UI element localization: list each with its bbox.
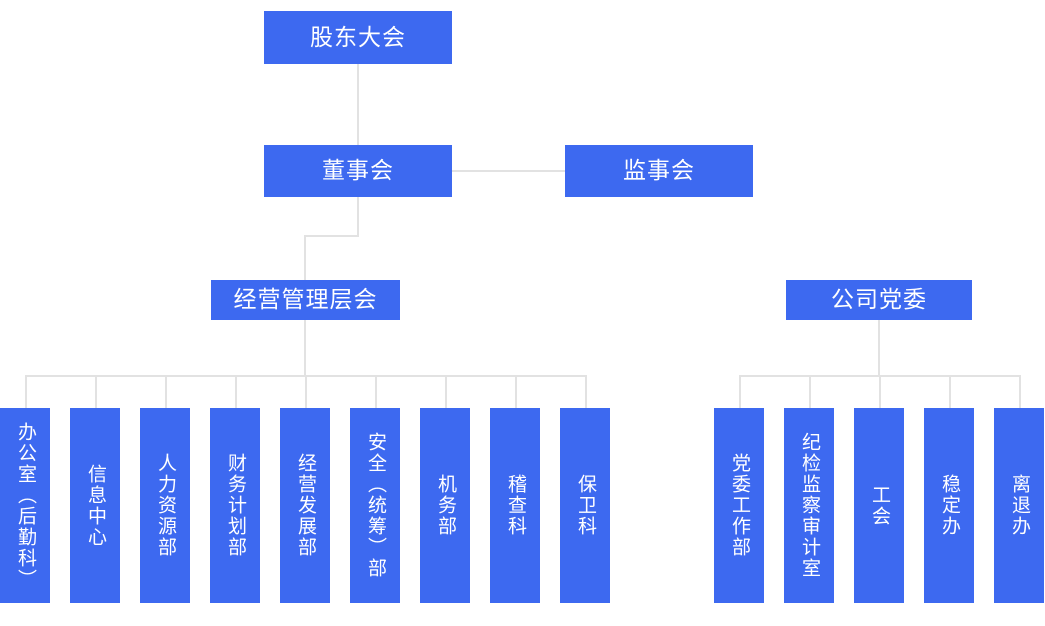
node-dept-human-resources[interactable]: 人力资源部 [140,408,190,603]
connector-party-to-bus [878,320,880,376]
connector-drop-management-4 [235,375,237,408]
node-dept-inspection[interactable]: 稽查科 [490,408,540,603]
connector-drop-party-2 [809,375,811,408]
connector-board-jog [304,235,359,237]
dept-label: 安全（统筹）部 [364,432,386,579]
node-dept-machinery[interactable]: 机务部 [420,408,470,603]
connector-drop-management-5 [305,375,307,408]
node-dept-discipline-audit[interactable]: 纪检监察审计室 [784,408,834,603]
dept-label: 纪检监察审计室 [798,432,820,579]
dept-label: 工会 [868,484,890,527]
dept-label: 稽查科 [504,474,526,537]
connector-jog-to-management [304,235,306,280]
dept-label: 离退办 [1008,474,1030,537]
node-dept-information-center[interactable]: 信息中心 [70,408,120,603]
connector-board-to-supervisors [452,170,565,172]
connector-drop-management-6 [375,375,377,408]
connector-board-down [357,197,359,236]
node-management-committee[interactable]: 经营管理层会 [211,280,400,320]
dept-label: 保卫科 [574,474,596,537]
dept-label: 信息中心 [84,463,106,548]
dept-label: 稳定办 [938,474,960,537]
connector-drop-management-8 [515,375,517,408]
node-party-committee[interactable]: 公司党委 [786,280,972,320]
connector-management-to-bus [304,320,306,376]
node-dept-safety-coordination[interactable]: 安全（统筹）部 [350,408,400,603]
connector-drop-party-4 [949,375,951,408]
connector-drop-party-3 [879,375,881,408]
node-board-of-supervisors[interactable]: 监事会 [565,145,753,197]
node-board-of-directors[interactable]: 董事会 [264,145,452,197]
node-dept-stability-office[interactable]: 稳定办 [924,408,974,603]
connector-drop-management-7 [445,375,447,408]
node-dept-security[interactable]: 保卫科 [560,408,610,603]
dept-label: 经营发展部 [294,453,316,558]
connector-drop-party-5 [1019,375,1021,408]
dept-label: 财务计划部 [224,453,246,558]
dept-label: 党委工作部 [728,453,750,558]
node-dept-labor-union[interactable]: 工会 [854,408,904,603]
connector-drop-management-1 [25,375,27,408]
dept-label: 机务部 [434,474,456,537]
node-dept-finance-planning[interactable]: 财务计划部 [210,408,260,603]
node-shareholders-meeting[interactable]: 股东大会 [264,11,452,64]
connector-shareholders-to-board [357,64,359,145]
node-dept-office[interactable]: 办公室（后勤科） [0,408,50,603]
dept-label: 办公室（后勤科） [14,421,36,590]
node-dept-retirement-office[interactable]: 离退办 [994,408,1044,603]
connector-drop-management-9 [585,375,587,408]
connector-drop-party-1 [739,375,741,408]
node-dept-party-work[interactable]: 党委工作部 [714,408,764,603]
connector-drop-management-2 [95,375,97,408]
node-dept-business-development[interactable]: 经营发展部 [280,408,330,603]
dept-label: 人力资源部 [154,453,176,558]
connector-drop-management-3 [165,375,167,408]
